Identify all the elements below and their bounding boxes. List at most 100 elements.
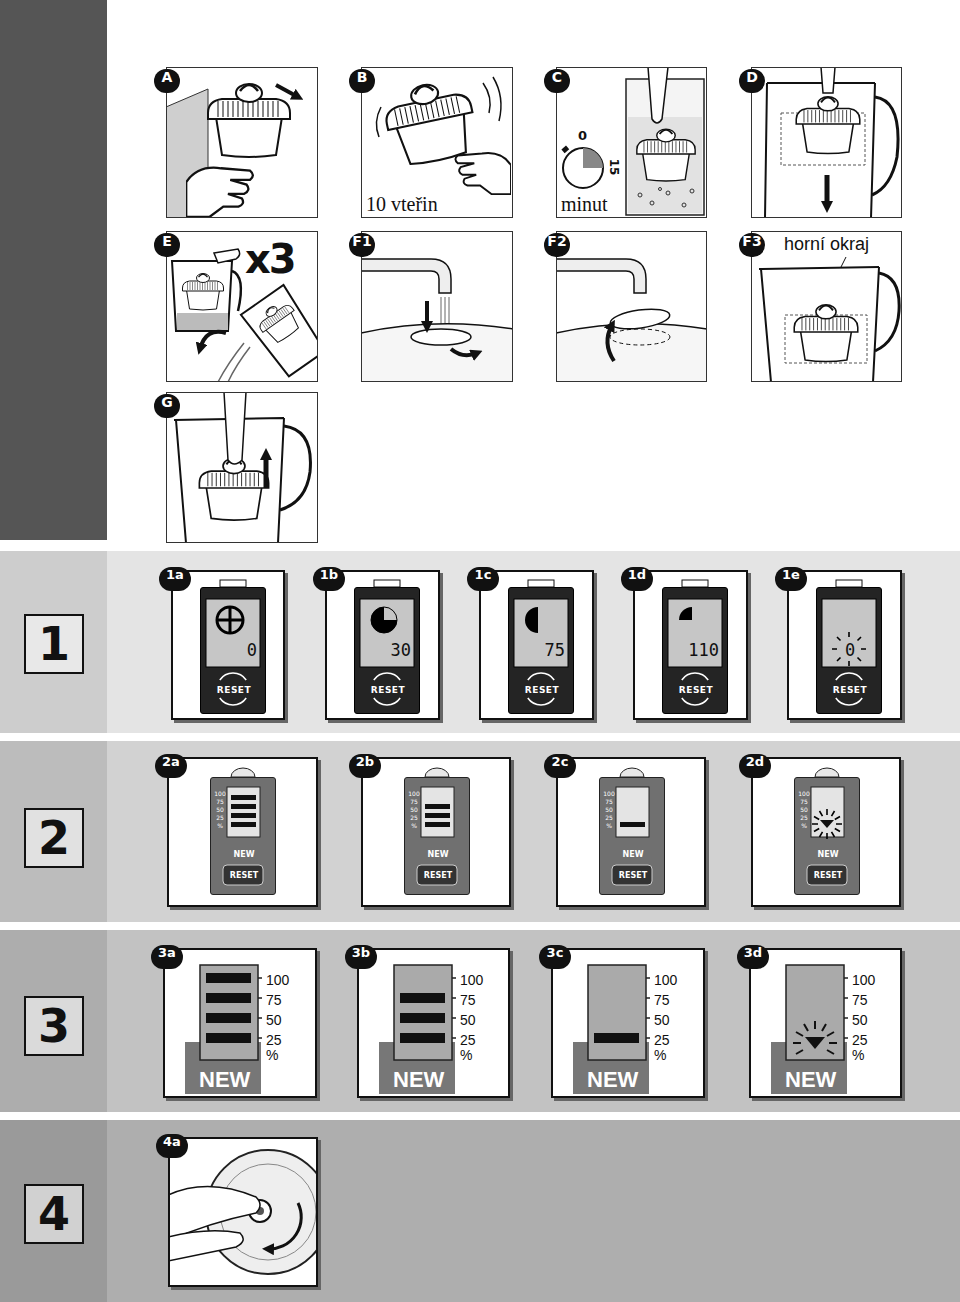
illustration-rect <box>479 570 594 720</box>
text-label: NEW <box>405 850 471 860</box>
illustration-rect <box>749 948 902 1098</box>
text-label: NEW <box>199 1067 250 1093</box>
step-label: 2d <box>739 754 771 778</box>
illustration-rect <box>628 117 702 213</box>
indicator-panel: 1a0RESET <box>171 570 285 720</box>
step-label: B <box>349 69 375 93</box>
display-rect <box>360 599 414 667</box>
illustration-path <box>361 259 451 293</box>
display-rect <box>668 599 722 667</box>
illustration-rect <box>0 1120 107 1302</box>
text-label: 110 <box>669 640 719 660</box>
illustration-svg <box>174 392 310 543</box>
illustration-svg <box>168 1150 330 1274</box>
illustration-rect <box>206 1033 251 1043</box>
step-label: 1e <box>775 567 807 591</box>
lcd-display-unit: 0RESET <box>200 587 266 714</box>
display-path <box>815 768 839 777</box>
indicator-panel: 1e0RESET <box>787 570 902 720</box>
illustration-g <box>771 965 848 1094</box>
display-path <box>371 607 397 633</box>
step-panel: A <box>166 67 318 218</box>
text-label: NEW <box>795 850 861 860</box>
text-label: 50 <box>852 1011 868 1029</box>
step-label: F3 <box>739 233 765 257</box>
step-label: 3d <box>737 945 769 969</box>
illustration-path <box>214 249 240 263</box>
illustration-use <box>455 153 511 194</box>
step-panel: C015minut <box>556 67 707 218</box>
display-circle <box>371 607 397 633</box>
display-rect <box>612 865 652 885</box>
text-label: NEW <box>600 850 666 860</box>
illustration-use <box>208 84 290 157</box>
display-rect <box>425 822 450 827</box>
illustration-path <box>805 1037 825 1049</box>
text-label: 75 <box>852 991 868 1009</box>
display-rect <box>374 580 400 587</box>
illustration-use <box>186 168 253 217</box>
indicator-panel: 2c100755025%NEWRESET <box>556 757 706 907</box>
text-label: % <box>213 822 227 829</box>
illustration-path <box>452 978 456 1038</box>
illustration-rect <box>200 965 258 1060</box>
illustration-circle <box>638 193 642 197</box>
illustration-svg <box>376 76 511 194</box>
text-label: RESET <box>663 684 729 696</box>
illustration-rect <box>751 67 902 218</box>
illustration-rect <box>166 67 318 218</box>
step-panel: B10 vteřin <box>361 67 513 218</box>
display-rect <box>231 795 256 800</box>
text-label: 75 <box>407 798 421 805</box>
illustration-g <box>638 188 694 208</box>
text-label: RESET <box>817 684 883 696</box>
illustration-rect <box>556 231 707 382</box>
display-rect <box>807 865 847 885</box>
illustration-rect <box>206 1013 251 1023</box>
step-label: 3a <box>151 945 183 969</box>
illustration-path <box>224 392 246 464</box>
illustration-path <box>218 343 250 382</box>
text-label: 30 <box>361 640 411 660</box>
step-label: 2c <box>544 754 576 778</box>
text-label: % <box>407 822 421 829</box>
text-label: % <box>654 1046 666 1064</box>
text-label: 50 <box>602 806 616 813</box>
illustration-use <box>199 458 268 520</box>
illustration-rect <box>0 551 107 733</box>
illustration-rect <box>556 757 706 907</box>
lcd-display-unit: 110RESET <box>662 587 728 714</box>
illustration-svg <box>556 259 707 382</box>
step-label: 2b <box>349 754 381 778</box>
illustration-g <box>185 965 262 1094</box>
illustration-use <box>794 305 858 362</box>
illustration-line <box>425 301 429 327</box>
text-label: 15 <box>607 159 621 176</box>
text-label: RESET <box>355 684 421 696</box>
text-label: 75 <box>797 798 811 805</box>
text-label: NEW <box>785 1067 836 1093</box>
text-label: 25 <box>602 814 616 821</box>
display-rect <box>417 865 457 885</box>
step-panel: G <box>166 392 318 543</box>
illustration-path <box>268 1203 301 1249</box>
illustration-line <box>825 175 830 207</box>
text-label: % <box>852 1046 864 1064</box>
illustration-rect <box>787 570 902 720</box>
illustration-rect <box>107 1120 960 1302</box>
illustration-rect <box>166 392 318 543</box>
step-label: 1a <box>159 567 191 591</box>
text-label: 75 <box>266 991 282 1009</box>
step-label: 2a <box>155 754 187 778</box>
illustration-g <box>163 67 902 1287</box>
text-label: horní okraj <box>782 233 871 255</box>
display-path <box>812 809 842 839</box>
text-label: RESET <box>613 870 653 882</box>
illustration-path <box>872 97 898 195</box>
indicator-panel: 2d100755025%NEWRESET <box>751 757 901 907</box>
display-path <box>425 768 449 777</box>
illustration-svg <box>759 257 899 382</box>
text-label: 100 <box>213 790 227 797</box>
text-label: % <box>797 822 811 829</box>
